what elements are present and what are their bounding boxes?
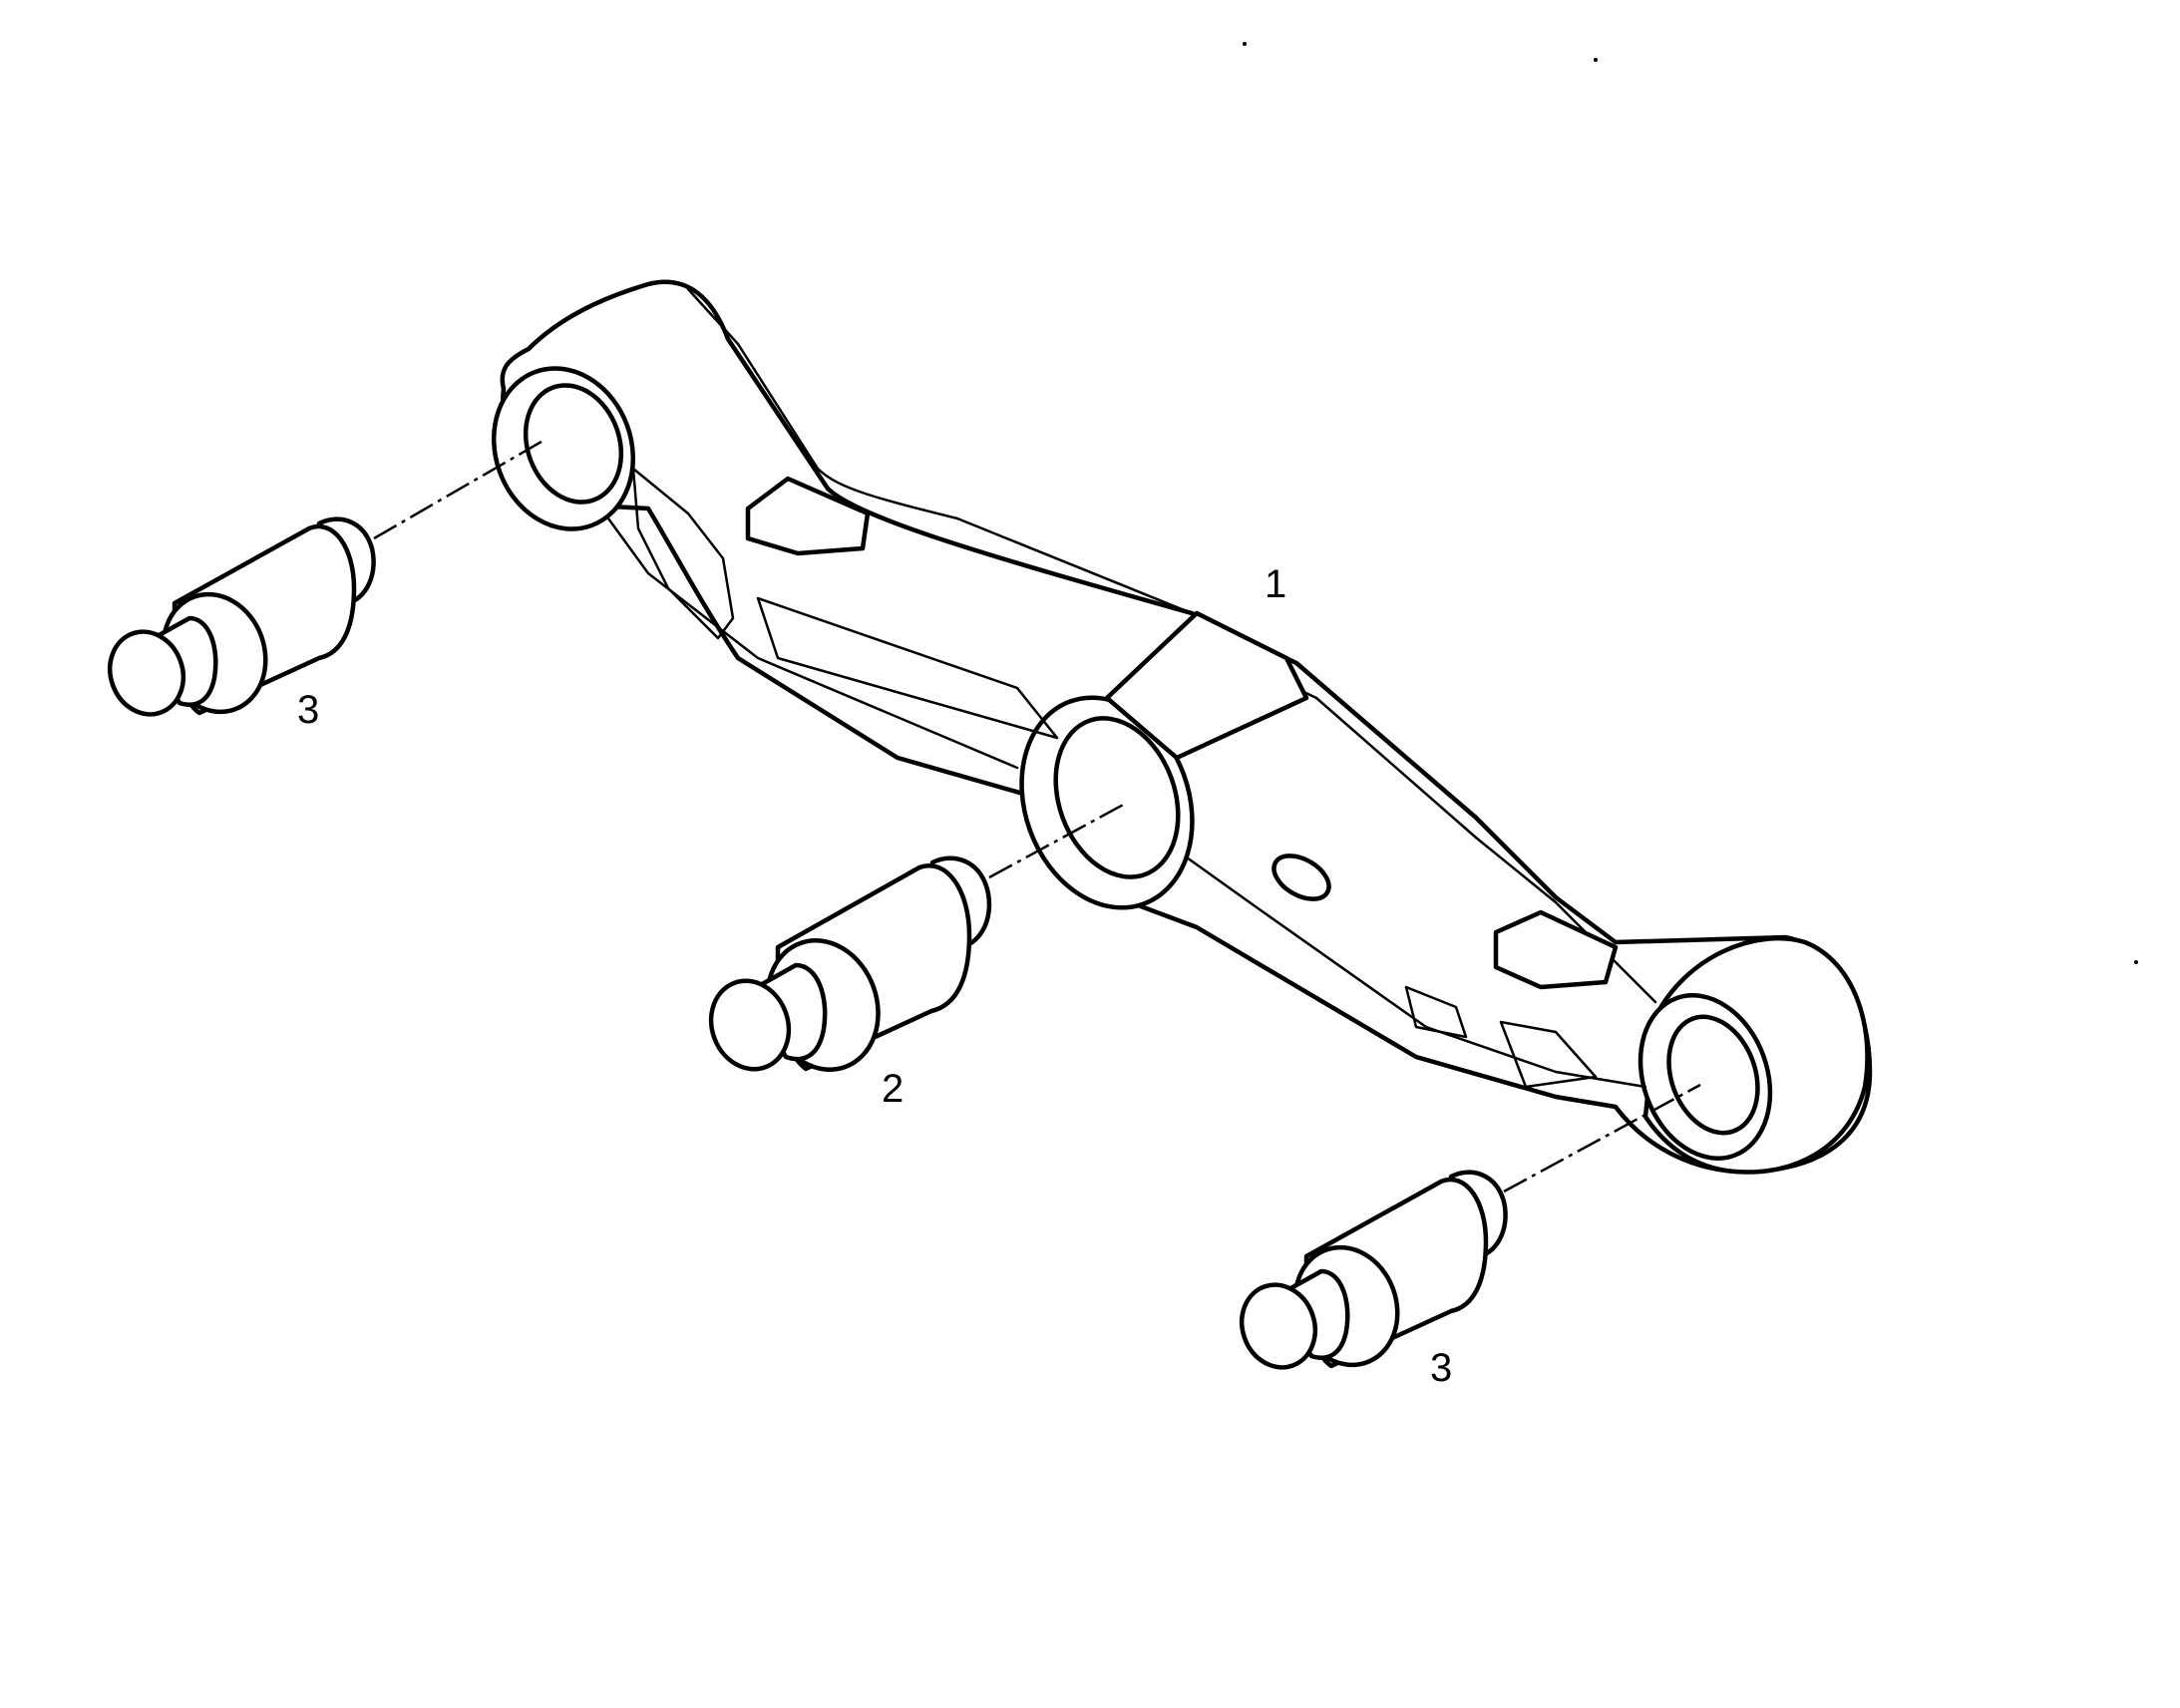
arm-bracket bbox=[491, 279, 1873, 1175]
scan-dot bbox=[1243, 42, 1247, 46]
right-pocket bbox=[1404, 985, 1468, 1039]
long-slot bbox=[756, 596, 1059, 740]
arm-web-lower-left bbox=[606, 516, 1019, 770]
bushing-left-pin-face bbox=[107, 629, 186, 717]
oval-window bbox=[1272, 854, 1331, 901]
bushing-center-pin-face bbox=[708, 978, 792, 1072]
right-inner-pocket bbox=[1499, 1020, 1598, 1089]
callout-center-bushing: 2 bbox=[882, 1067, 905, 1111]
arm-web-right-lower bbox=[1185, 855, 1647, 1089]
callout-end-bushing-left: 3 bbox=[297, 688, 320, 732]
center-hub-block bbox=[1104, 610, 1309, 761]
left-boss-bore bbox=[523, 383, 624, 505]
axis-left bbox=[373, 437, 547, 540]
bushing-left bbox=[107, 516, 376, 717]
center-boss-bore bbox=[1053, 716, 1181, 879]
bushing-right-pin-face bbox=[1239, 1282, 1318, 1370]
axis-center bbox=[988, 801, 1128, 879]
left-pocket bbox=[631, 467, 735, 640]
scan-dot bbox=[1594, 58, 1598, 62]
scan-dot bbox=[2134, 960, 2138, 964]
bushing-center bbox=[708, 855, 992, 1072]
right-boss-bore bbox=[1666, 1014, 1760, 1136]
bushing-right bbox=[1239, 1170, 1508, 1370]
axis-right bbox=[1503, 1083, 1701, 1194]
callout-arm: 1 bbox=[1265, 562, 1287, 606]
left-pad bbox=[745, 476, 871, 556]
callout-end-bushing-right: 3 bbox=[1430, 1346, 1453, 1390]
right-pad bbox=[1493, 909, 1619, 990]
arm-web-upper bbox=[686, 287, 1194, 615]
